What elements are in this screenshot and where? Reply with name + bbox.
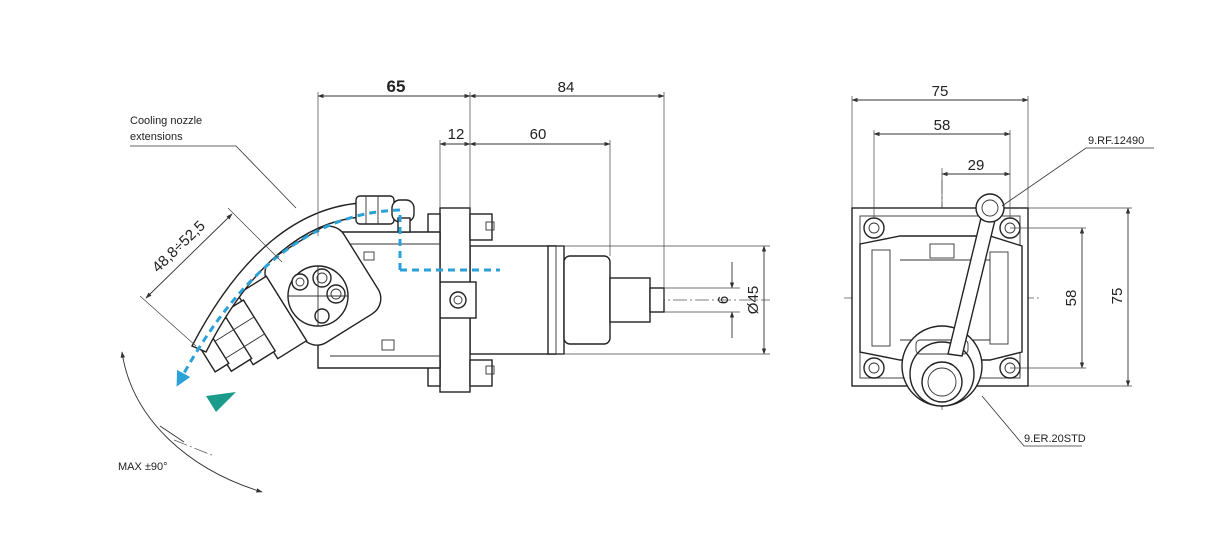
- head-port-1: [312, 268, 332, 288]
- flange-tab-bottom-right: [469, 359, 493, 387]
- head-port-4: [314, 308, 330, 324]
- spindle: [609, 277, 651, 323]
- dim-29: 29: [968, 157, 985, 174]
- dim-58-side: 58: [1063, 290, 1080, 307]
- dim-45: Ø45: [745, 286, 762, 314]
- dim-6: 6: [715, 296, 732, 304]
- rotation-label: MAX ±90°: [118, 461, 168, 473]
- shank-body: [469, 245, 557, 355]
- dim-84: 84: [558, 79, 575, 96]
- dim-75-top: 75: [932, 83, 949, 100]
- head-port-2: [291, 273, 309, 291]
- side-view: 65 84 12 60 6 Ø45 48,8÷52,5 Cooling nozz…: [118, 77, 770, 493]
- rear-collar: [563, 255, 611, 345]
- flange-tab-top-right: [469, 213, 493, 241]
- part-number-er: 9.ER.20STD: [1024, 433, 1086, 445]
- er-leader: [981, 395, 1082, 447]
- rotation-arc: [120, 351, 263, 493]
- clamp-screw: [449, 291, 467, 309]
- corner-bolt-bl: [863, 357, 885, 379]
- dim-75-side: 75: [1109, 288, 1126, 305]
- cooling-label-line2: extensions: [130, 131, 183, 143]
- dim-12: 12: [448, 126, 465, 143]
- spindle-tip: [649, 287, 665, 313]
- dim-range: 48,8÷52,5: [149, 218, 209, 277]
- dim-58-top: 58: [934, 117, 951, 134]
- part-number-rf: 9.RF.12490: [1088, 135, 1144, 147]
- cooling-label-line1: Cooling nozzle: [130, 115, 202, 127]
- cooling-leader: [130, 145, 297, 209]
- end-view: 75 58 29 58 75 9.RF.12490 9.ER.20STD: [844, 83, 1154, 447]
- dim-60: 60: [530, 126, 547, 143]
- rotation-direction-arrow: [206, 392, 236, 412]
- hose-fitting: [355, 195, 395, 225]
- corner-bolt-tl: [863, 217, 885, 239]
- rf-leader: [1001, 147, 1154, 207]
- dim-65: 65: [387, 77, 406, 96]
- dim-line-range: [145, 213, 233, 299]
- head-port-3: [326, 284, 346, 304]
- end-hose-fitting: [975, 193, 1005, 223]
